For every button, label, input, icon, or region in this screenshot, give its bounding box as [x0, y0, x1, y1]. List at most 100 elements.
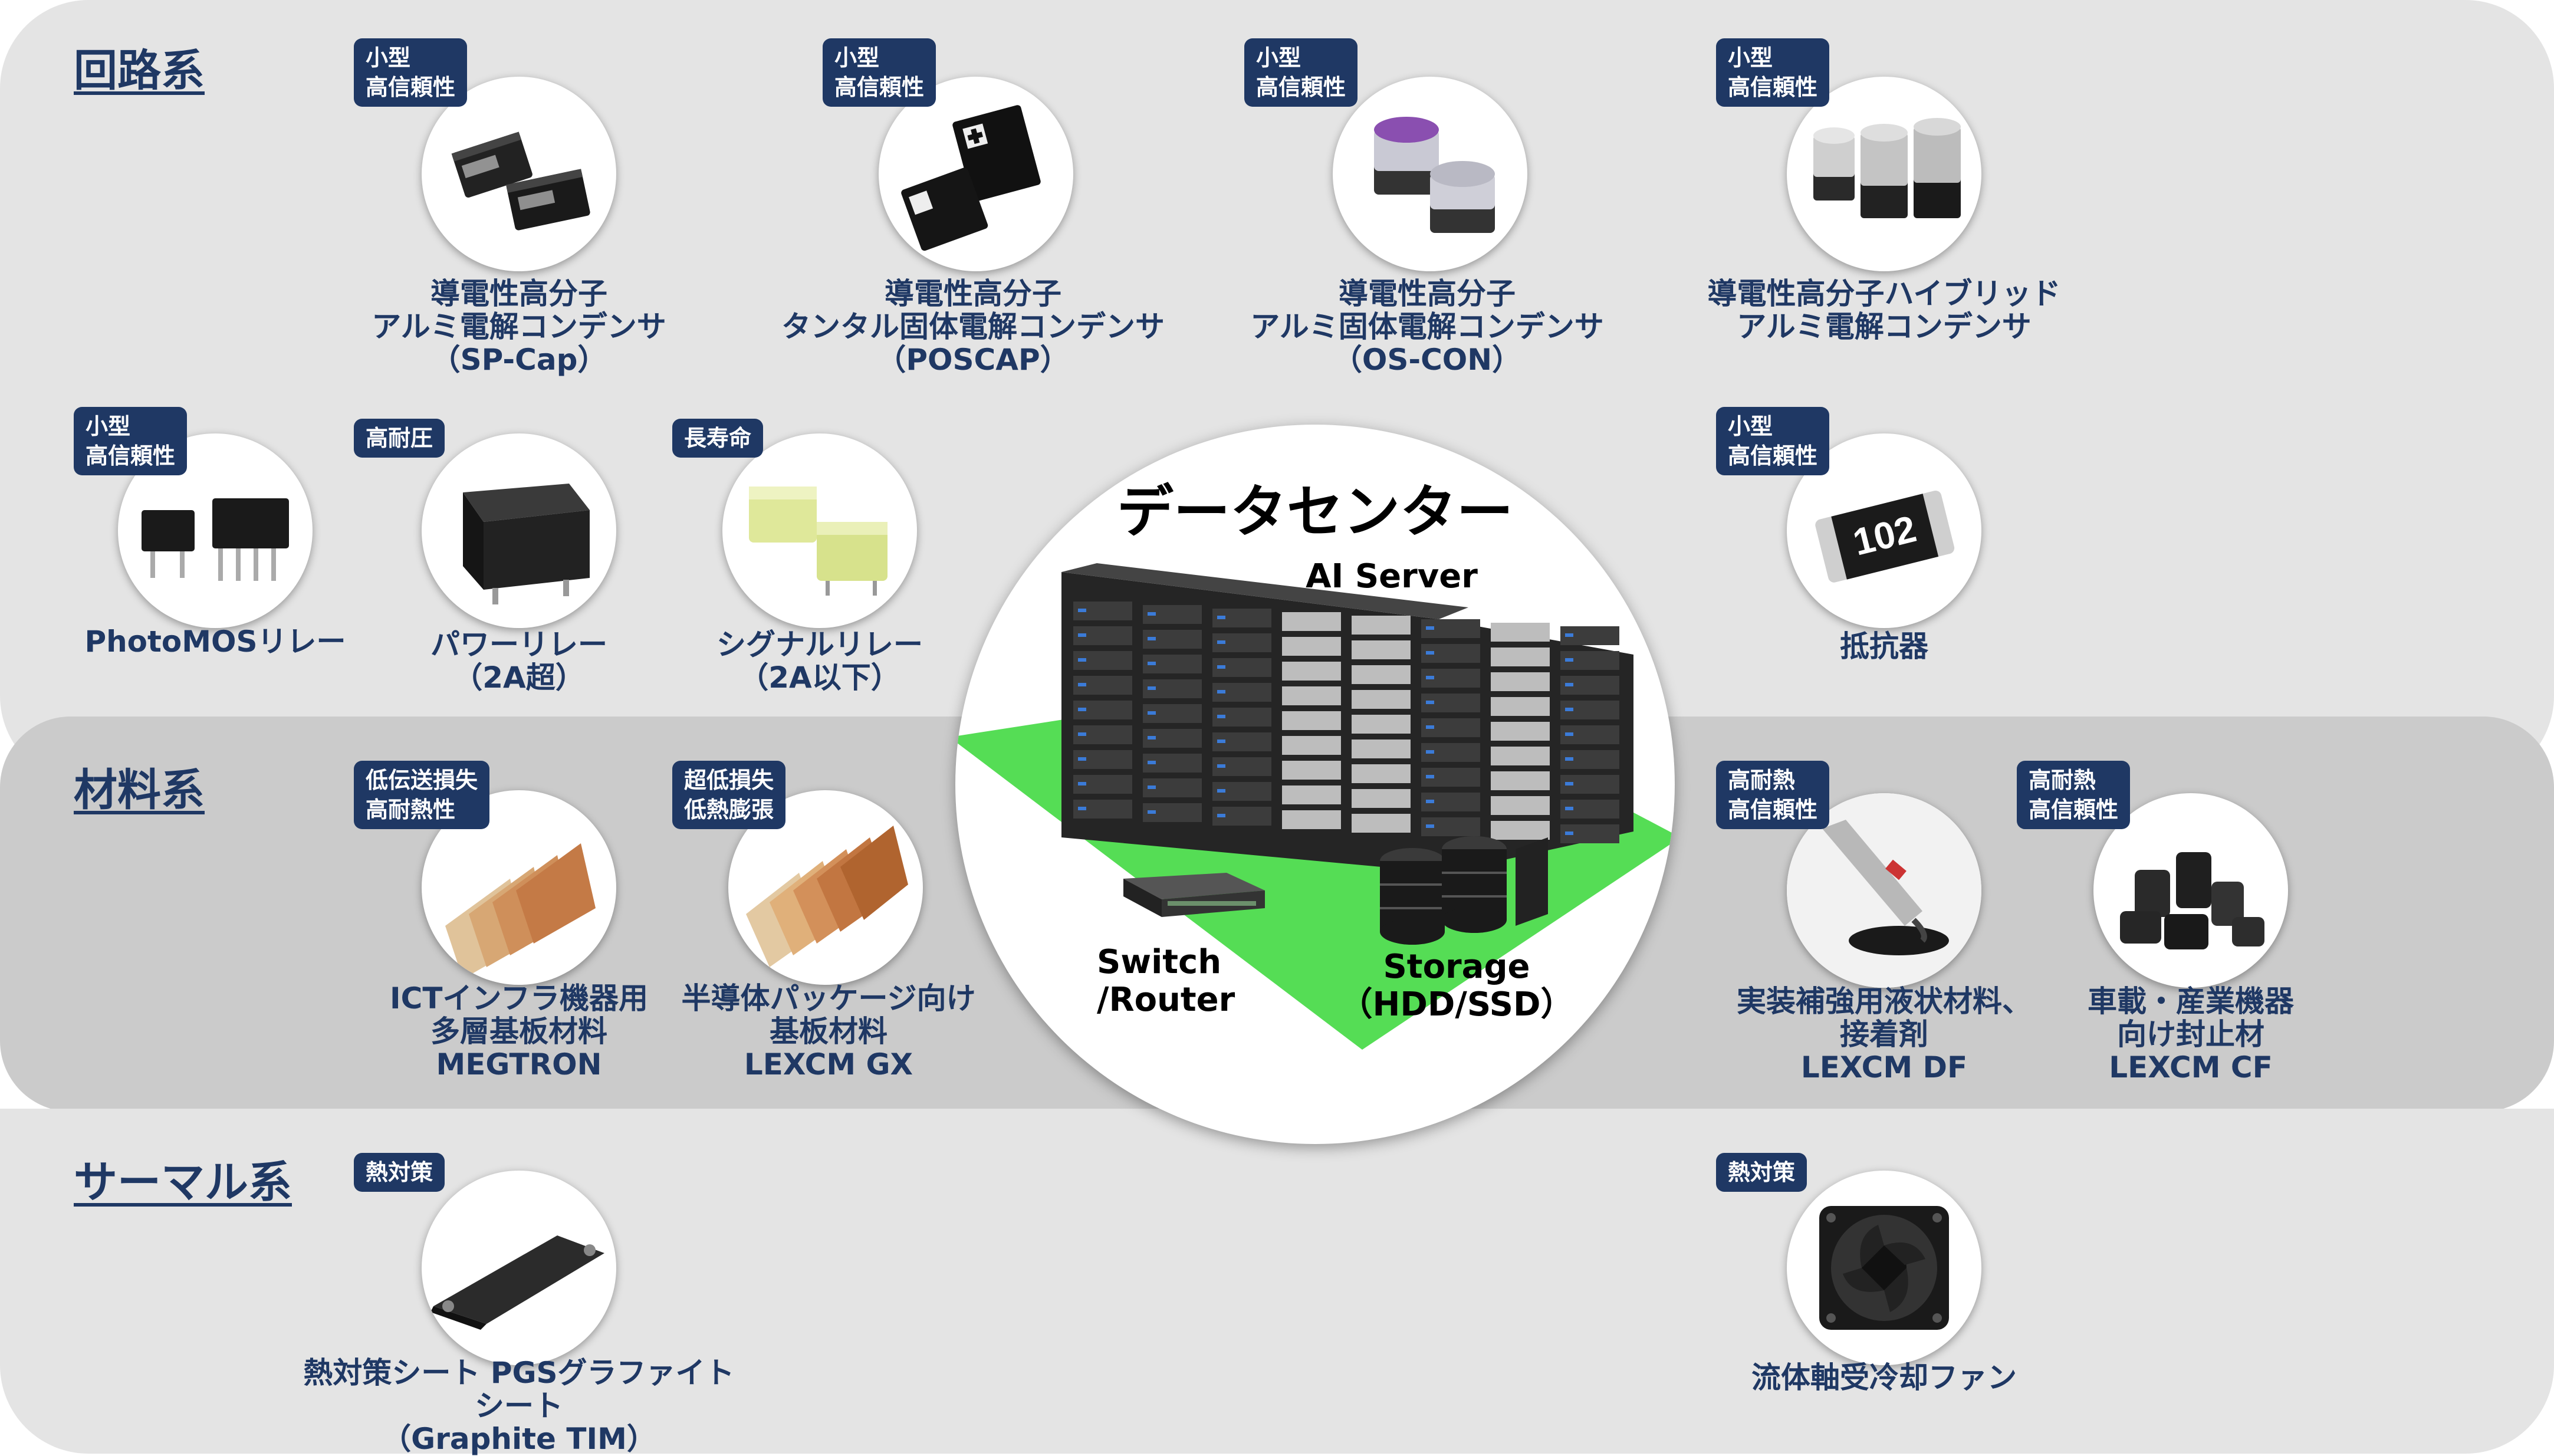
fan-image: [1787, 1171, 1981, 1365]
rack-led: [1426, 775, 1434, 778]
rack-led: [1217, 764, 1225, 768]
rack-unit: [1352, 764, 1411, 783]
rack-led: [1148, 736, 1156, 739]
rack-led: [1217, 739, 1225, 743]
fan-name: 流体軸受冷却ファン: [1751, 1360, 2017, 1395]
signal-relay-name: シグナルリレー （2A以下）: [716, 627, 923, 695]
rack-unit: [1282, 810, 1341, 829]
lexcm-df-name: 実装補強用液状材料、 接着剤 LEXCM DF: [1737, 984, 2032, 1084]
poscap-name: 導電性高分子 タンタル固体電解コンデンサ （POSCAP）: [781, 277, 1165, 377]
rack-unit: [1491, 648, 1550, 666]
rack-led: [1565, 831, 1573, 835]
lexcm-cf-name: 車載・産業機器 向け封止材 LEXCM CF: [2088, 984, 2294, 1084]
oscon-image: [1333, 77, 1527, 271]
spcap-name: 導電性高分子 アルミ電解コンデンサ （SP-Cap）: [372, 277, 666, 377]
rack-led: [1078, 782, 1086, 785]
rack-led: [1565, 708, 1573, 711]
rack-led: [1148, 785, 1156, 789]
pgs-image: [422, 1171, 616, 1365]
rack-led: [1217, 814, 1225, 817]
rack-led: [1148, 761, 1156, 764]
rack-unit: [1282, 662, 1341, 681]
rack-led: [1078, 658, 1086, 662]
rack-led: [1148, 686, 1156, 690]
data-center-circle: データセンター AI Server Switch /Router Storage…: [955, 425, 1675, 1144]
rack-unit: [1491, 672, 1550, 691]
spcap-image: [422, 77, 616, 271]
pgs-name: 熱対策シート PGSグラファイトシート （Graphite TIM）: [303, 1356, 735, 1456]
rack-led: [1426, 824, 1434, 828]
server-rack-row: [1061, 563, 1633, 873]
storage-disks: [1380, 836, 1548, 945]
rack-unit: [1282, 612, 1341, 631]
rack-led: [1148, 612, 1156, 616]
rack-led: [1565, 757, 1573, 761]
rack-led: [1217, 640, 1225, 644]
rack-led: [1426, 750, 1434, 754]
rack-unit: [1352, 739, 1411, 758]
rack-led: [1217, 665, 1225, 669]
lexcm-gx-name: 半導体パッケージ向け 基板材料 LEXCM GX: [681, 981, 976, 1082]
hybrid-name: 導電性高分子ハイブリッド アルミ電解コンデンサ: [1707, 277, 2061, 344]
rack-unit: [1352, 690, 1411, 709]
fan-badge: 熱対策: [1716, 1153, 1807, 1192]
resistor-badge: 小型 高信頼性: [1716, 407, 1830, 475]
resistor-image: 102: [1787, 433, 1981, 628]
rack-led: [1565, 683, 1573, 686]
rack-led: [1565, 782, 1573, 785]
rack-led: [1078, 609, 1086, 612]
rack-unit: [1282, 761, 1341, 780]
rack-led: [1565, 807, 1573, 810]
rack-unit: [1352, 640, 1411, 659]
photomos-name: PhotoMOSリレー: [84, 625, 346, 659]
rack-led: [1148, 810, 1156, 814]
rack-unit: [1352, 665, 1411, 684]
power-relay-name: パワーリレー （2A超）: [430, 627, 607, 695]
rack-unit: [1352, 616, 1411, 635]
rack-led: [1078, 708, 1086, 711]
rack-led: [1565, 732, 1573, 736]
rack-led: [1078, 757, 1086, 761]
rack-led: [1426, 676, 1434, 679]
data-center-illustration: [955, 563, 1675, 1050]
poscap-image: [879, 77, 1073, 271]
lexcm-df-badge: 高耐熱 高信頼性: [1716, 761, 1830, 829]
hybrid-badge: 小型 高信頼性: [1716, 38, 1830, 107]
rack-unit: [1491, 697, 1550, 716]
switch-router-label: Switch /Router: [1097, 943, 1235, 1019]
oscon-badge: 小型 高信頼性: [1244, 38, 1358, 107]
rack-unit: [1352, 715, 1411, 734]
rack-unit: [1491, 821, 1550, 840]
rack-unit: [1282, 637, 1341, 656]
megtron-badge: 低伝送損失 高耐熱性: [354, 761, 490, 829]
rack-led: [1078, 732, 1086, 736]
rack-unit: [1491, 747, 1550, 765]
photomos-image: [118, 433, 313, 628]
rack-led: [1148, 662, 1156, 665]
lexcm-cf-badge: 高耐熱 高信頼性: [2017, 761, 2131, 829]
rack-led: [1426, 701, 1434, 704]
rack-unit: [1491, 796, 1550, 815]
megtron-name: ICTインフラ機器用 多層基板材料 MEGTRON: [390, 981, 648, 1082]
rack-led: [1148, 711, 1156, 715]
ai-server-label: AI Server: [1306, 557, 1478, 596]
signal-relay-badge: 長寿命: [672, 419, 764, 458]
lexcm-gx-badge: 超低損失 低熱膨張: [672, 761, 786, 829]
rack-led: [1217, 690, 1225, 694]
section-title-circuit: 回路系: [74, 45, 205, 96]
section-title-material: 材料系: [74, 765, 205, 816]
data-center-title: データセンター: [1117, 479, 1513, 545]
hybrid-image: [1787, 77, 1981, 271]
resistor-name: 抵抗器: [1840, 629, 1928, 663]
oscon-name: 導電性高分子 アルミ固体電解コンデンサ （OS-CON）: [1250, 277, 1604, 377]
power-relay-badge: 高耐圧: [354, 419, 445, 458]
rack-led: [1565, 658, 1573, 662]
rack-unit: [1282, 785, 1341, 804]
rack-unit: [1491, 623, 1550, 642]
rack-led: [1426, 626, 1434, 630]
rack-led: [1565, 633, 1573, 637]
rack-unit: [1491, 771, 1550, 790]
rack-unit: [1282, 736, 1341, 755]
section-title-thermal: サーマル系: [74, 1157, 292, 1208]
rack-unit: [1352, 789, 1411, 808]
